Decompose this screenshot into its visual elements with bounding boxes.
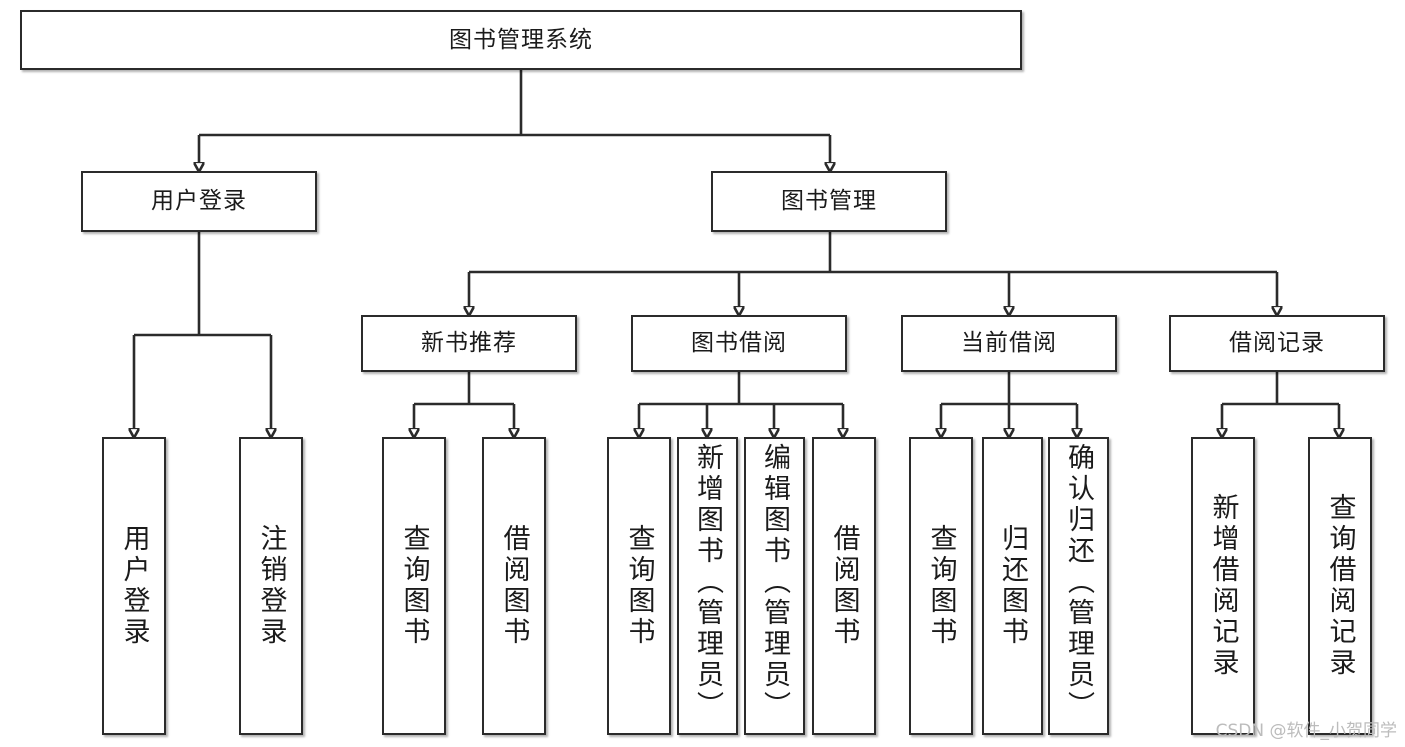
leaf-bb-borrow-book-label: 借阅图书 (828, 524, 860, 648)
leaf-cb-return-book[interactable]: 归还图书 (982, 437, 1043, 735)
node-book-management-label: 图书管理 (781, 188, 877, 214)
node-new-book-recommend-label: 新书推荐 (421, 330, 517, 356)
leaf-bb-query-book-label: 查询图书 (623, 524, 655, 648)
node-root[interactable]: 图书管理系统 (20, 10, 1022, 70)
leaf-cb-confirm-return[interactable]: 确认归还（管理员） (1048, 437, 1109, 735)
leaf-bb-query-book[interactable]: 查询图书 (607, 437, 671, 735)
leaf-nb-borrow-book-label: 借阅图书 (498, 524, 530, 648)
node-root-label: 图书管理系统 (449, 26, 593, 53)
leaf-logout[interactable]: 注销登录 (239, 437, 303, 735)
leaf-cb-confirm-return-label: 确认归还（管理员） (1063, 443, 1094, 722)
leaf-bb-add-book-label: 新增图书（管理员） (692, 443, 723, 722)
node-user-login-label: 用户登录 (151, 188, 247, 214)
leaf-br-add-record[interactable]: 新增借阅记录 (1191, 437, 1255, 735)
node-borrow-record-label: 借阅记录 (1229, 330, 1325, 356)
leaf-bb-add-book[interactable]: 新增图书（管理员） (677, 437, 738, 735)
leaf-br-query-record[interactable]: 查询借阅记录 (1308, 437, 1372, 735)
leaf-cb-return-book-label: 归还图书 (997, 524, 1028, 648)
leaf-user-login[interactable]: 用户登录 (102, 437, 166, 735)
leaf-cb-query-book-label: 查询图书 (925, 524, 957, 648)
leaf-cb-query-book[interactable]: 查询图书 (909, 437, 973, 735)
node-new-book-recommend[interactable]: 新书推荐 (361, 315, 577, 372)
leaf-br-query-record-label: 查询借阅记录 (1324, 493, 1356, 679)
node-book-borrow-label: 图书借阅 (691, 330, 787, 356)
leaf-nb-borrow-book[interactable]: 借阅图书 (482, 437, 546, 735)
node-current-borrow[interactable]: 当前借阅 (901, 315, 1117, 372)
leaf-nb-query-book[interactable]: 查询图书 (382, 437, 446, 735)
leaf-logout-label: 注销登录 (255, 524, 287, 648)
leaf-br-add-record-label: 新增借阅记录 (1207, 493, 1239, 679)
node-book-management[interactable]: 图书管理 (711, 171, 947, 232)
node-book-borrow[interactable]: 图书借阅 (631, 315, 847, 372)
leaf-bb-edit-book-label: 编辑图书（管理员） (759, 443, 790, 722)
node-user-login[interactable]: 用户登录 (81, 171, 317, 232)
node-borrow-record[interactable]: 借阅记录 (1169, 315, 1385, 372)
leaf-bb-edit-book[interactable]: 编辑图书（管理员） (744, 437, 805, 735)
leaf-user-login-label: 用户登录 (118, 524, 150, 648)
node-current-borrow-label: 当前借阅 (961, 330, 1057, 356)
watermark: CSDN @软件_小贺同学 (1215, 721, 1397, 741)
leaf-bb-borrow-book[interactable]: 借阅图书 (812, 437, 876, 735)
leaf-nb-query-book-label: 查询图书 (398, 524, 430, 648)
